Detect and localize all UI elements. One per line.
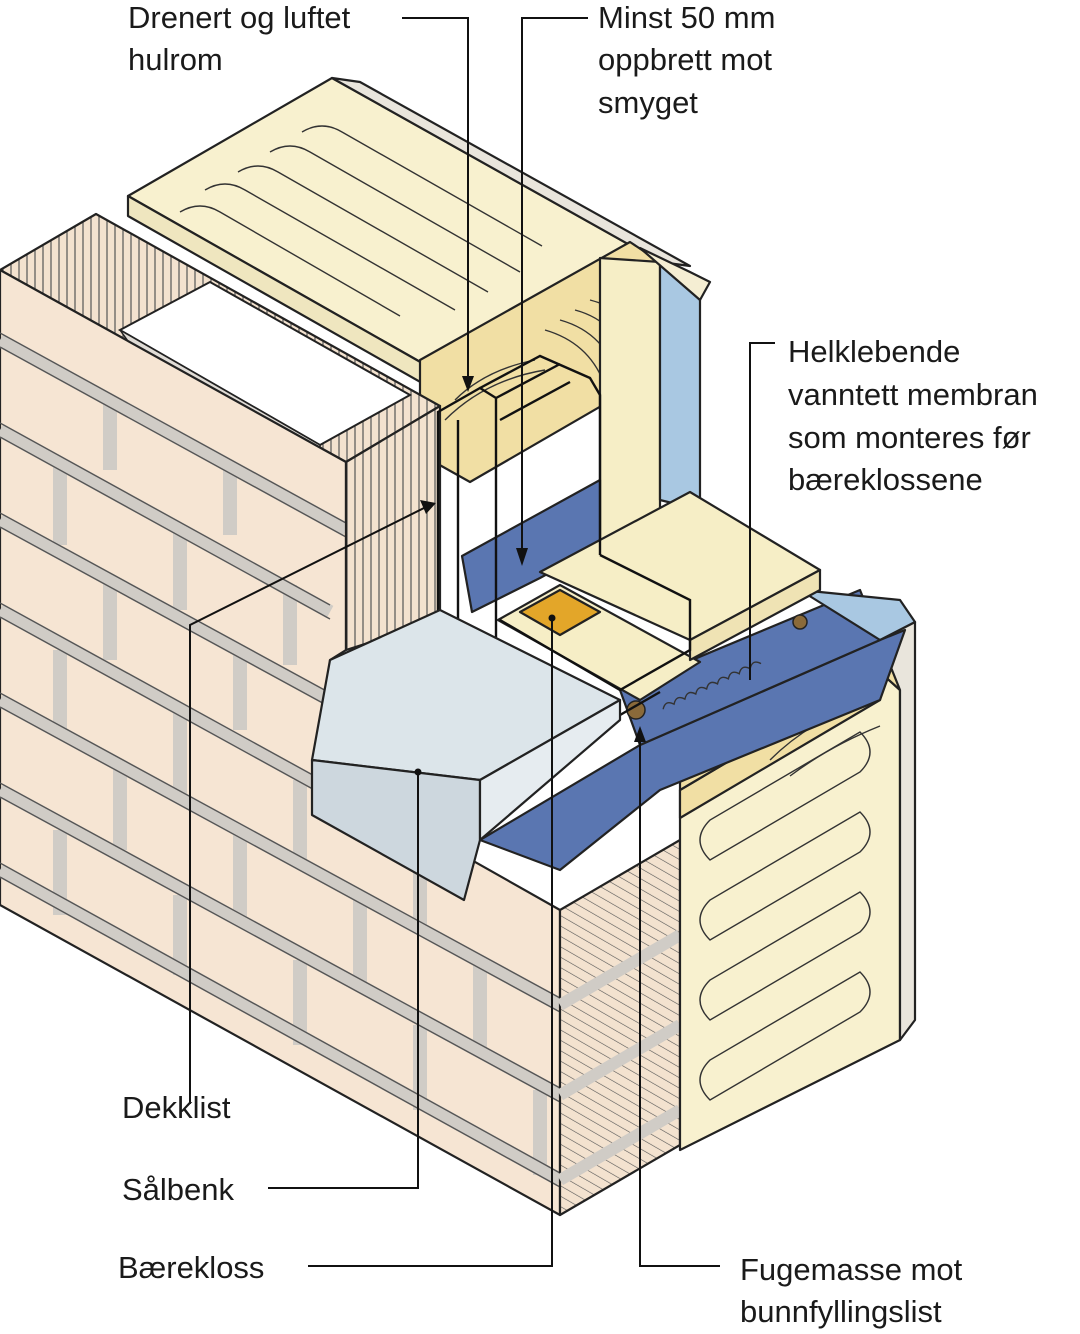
- window-sill: [310, 608, 622, 902]
- callout-support-block: Bærekloss: [118, 1250, 264, 1285]
- callout-upturn: Minst 50 mm oppbrett mot smyget: [598, 0, 775, 120]
- callout-sill: Sålbenk: [122, 1172, 235, 1207]
- callout-membrane: Helklebende vanntett membran som montere…: [788, 334, 1038, 497]
- svg-text:hulrom: hulrom: [128, 42, 223, 77]
- svg-text:som monteres før: som monteres før: [788, 420, 1031, 455]
- callout-sealant: Fugemasse mot bunnfyllingslist: [740, 1252, 963, 1329]
- svg-text:bæreklossene: bæreklossene: [788, 462, 983, 497]
- brick-wall: [0, 212, 684, 1217]
- svg-text:Fugemasse mot: Fugemasse mot: [740, 1252, 963, 1287]
- svg-text:vanntett membran: vanntett membran: [788, 377, 1038, 412]
- svg-text:smyget: smyget: [598, 85, 698, 120]
- callout-drained-cavity: Drenert og luftet hulrom: [128, 0, 351, 77]
- svg-text:Helklebende: Helklebende: [788, 334, 960, 369]
- svg-text:Drenert og luftet: Drenert og luftet: [128, 0, 351, 35]
- callout-cover-strip: Dekklist: [122, 1090, 231, 1125]
- leader-lines: [189, 17, 775, 1267]
- upper-timber-and-panel: [418, 240, 712, 562]
- svg-text:bunnfyllingslist: bunnfyllingslist: [740, 1294, 942, 1329]
- svg-text:oppbrett mot: oppbrett mot: [598, 42, 772, 77]
- svg-text:Minst 50 mm: Minst 50 mm: [598, 0, 775, 35]
